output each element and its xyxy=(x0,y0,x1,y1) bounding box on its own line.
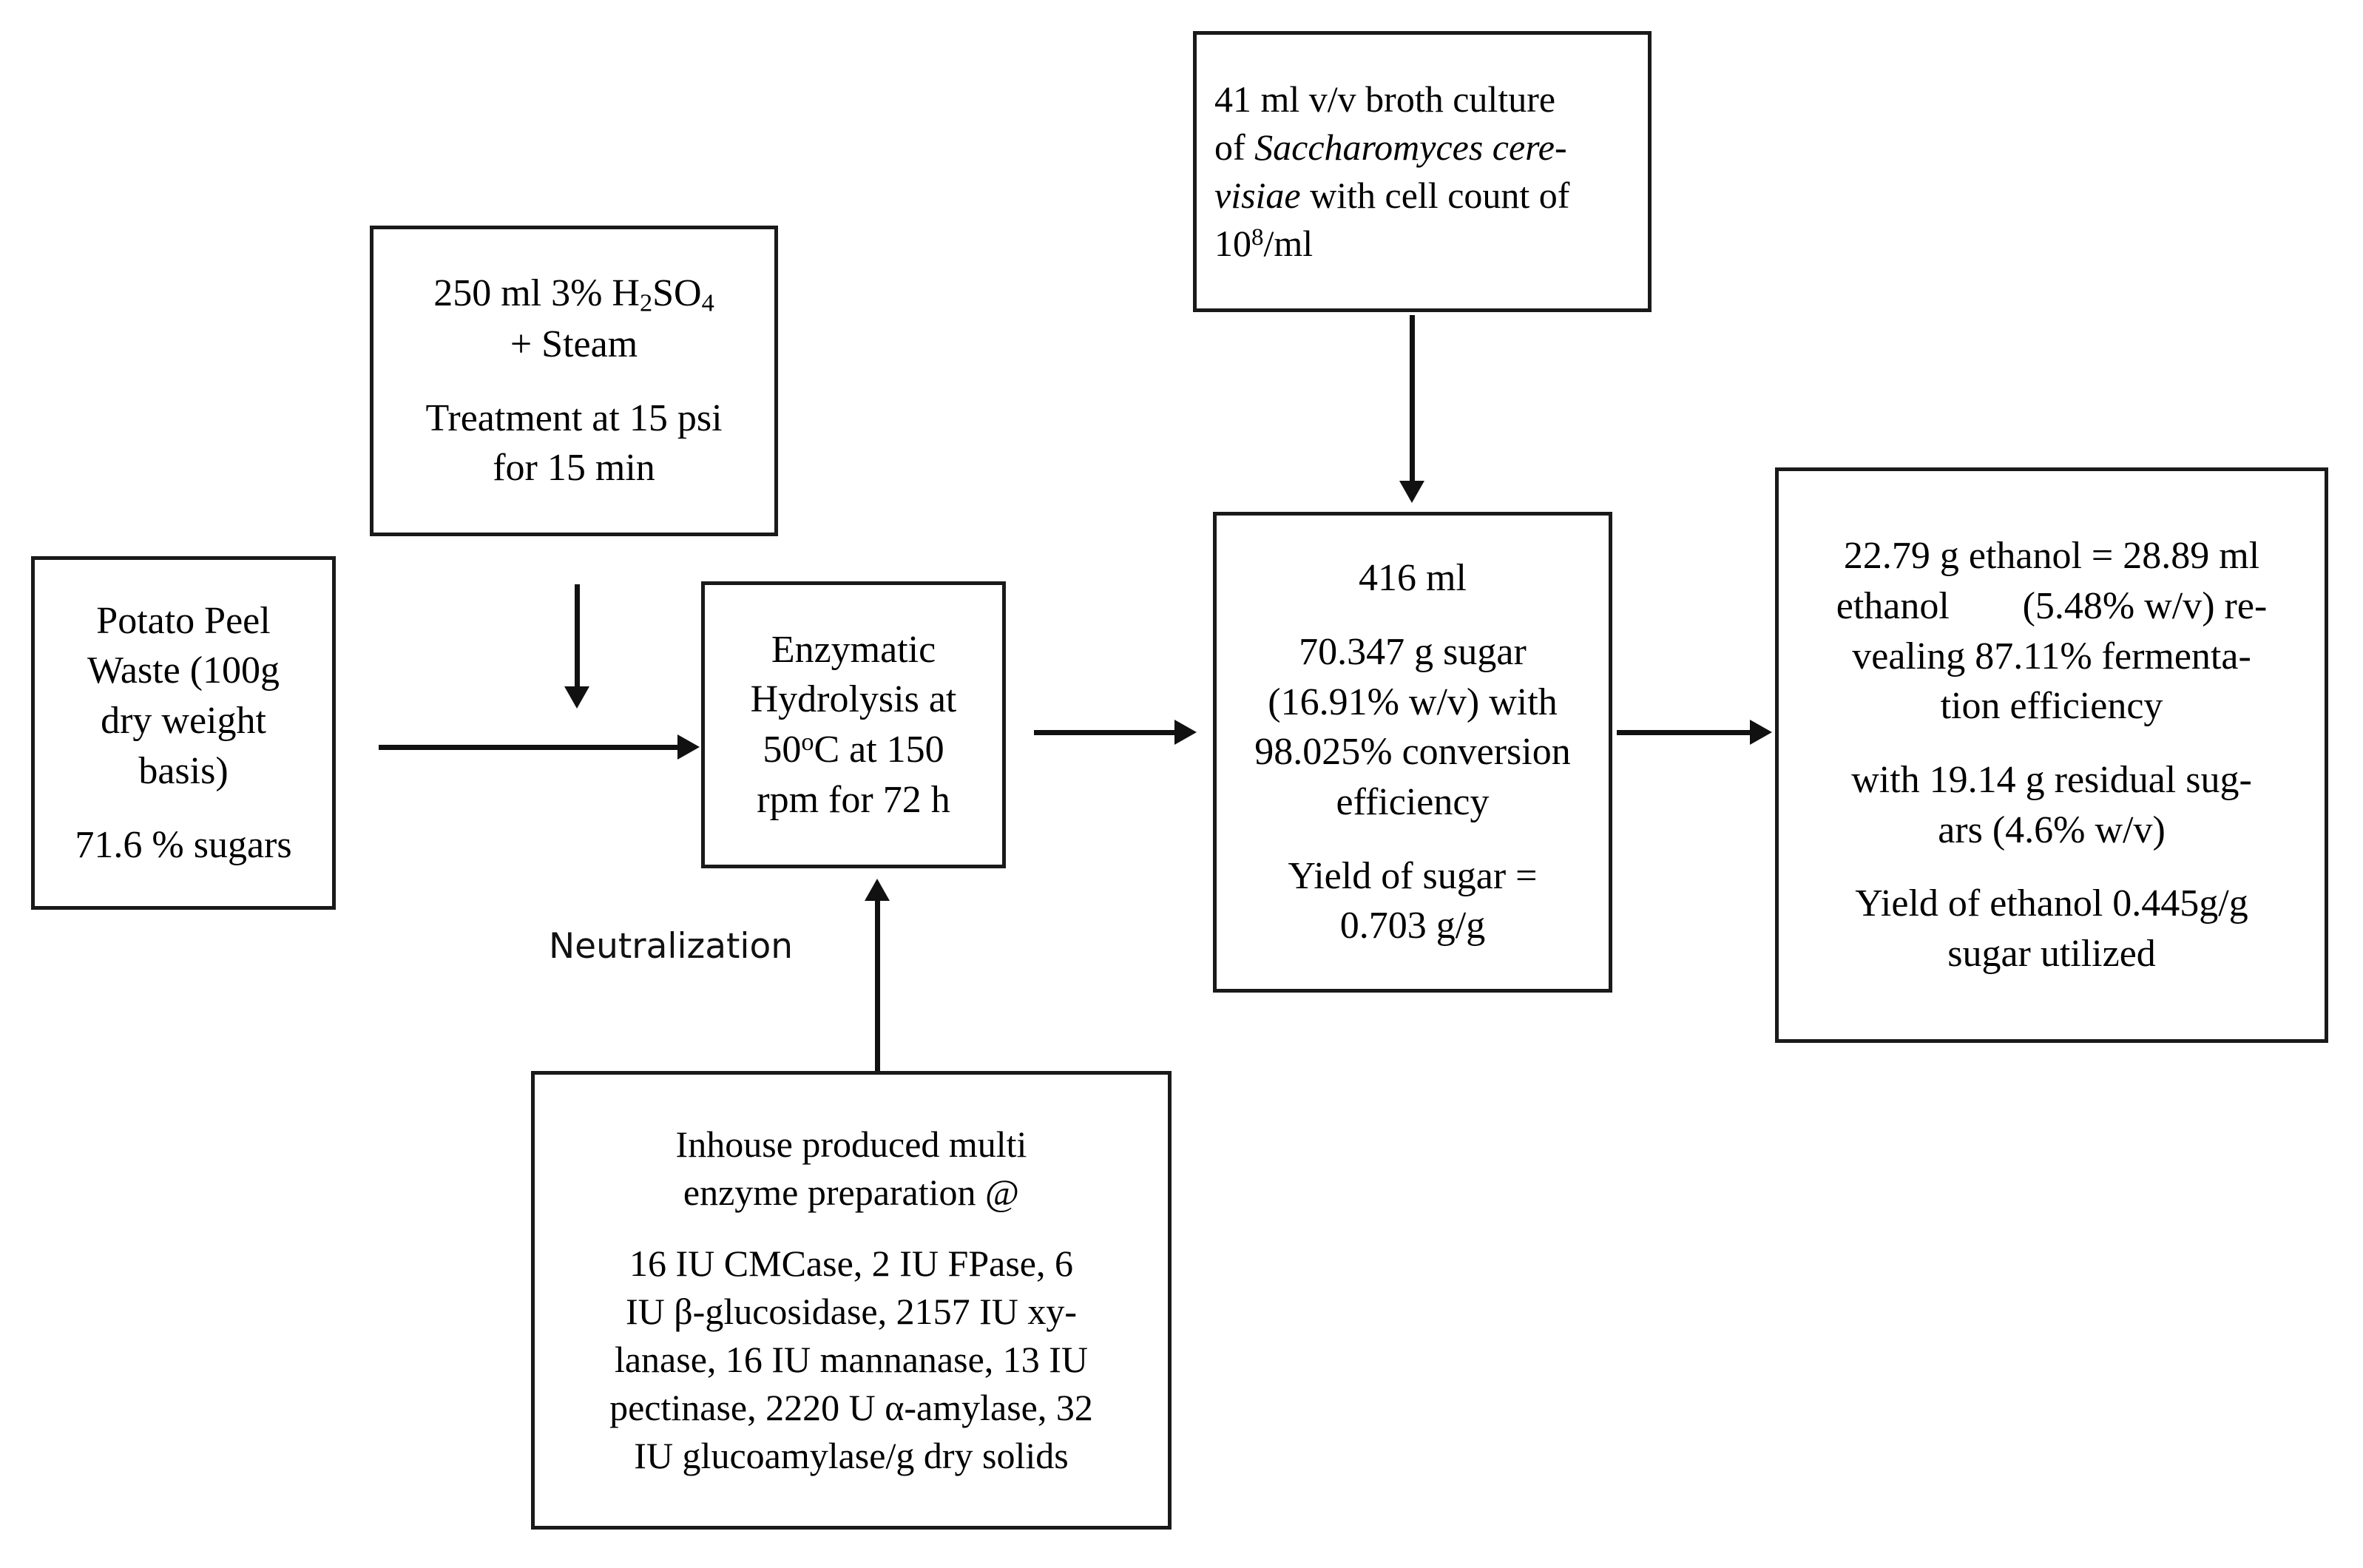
enzymes-to-hydrolysis-arrowhead xyxy=(865,879,890,901)
multi-enzyme-preparation-box: Inhouse produced multi enzyme preparatio… xyxy=(531,1071,1172,1530)
acid-formula-prefix: 250 ml 3% H xyxy=(433,271,640,314)
enzyme-line-mannanase: lanase, 16 IU mannanase, 13 IU xyxy=(614,1339,1089,1380)
feedstock-line-4: basis) xyxy=(138,749,229,792)
spacer xyxy=(1779,731,2325,755)
feedstock-to-hydrolysis-arrowhead xyxy=(677,734,700,760)
acid-treatment-duration: for 15 min xyxy=(493,447,655,490)
acid-formula-line: 250 ml 3% H2SO4 xyxy=(373,268,774,320)
yeast-line-2: of Saccharomyces cere- xyxy=(1197,124,1648,172)
hydrolysis-line-2: Hydrolysis at xyxy=(750,678,957,721)
ethanol-yield-block: 22.79 g ethanol = 28.89 ml ethanol (5.48%… xyxy=(1779,531,2325,731)
feedstock-to-hydrolysis-line xyxy=(379,745,679,750)
hydrolysate-yield: Yield of sugar = 0.703 g/g xyxy=(1217,851,1609,951)
spacer xyxy=(535,1217,1168,1240)
sugar-concentration-line: (16.91% w/v) with xyxy=(1268,680,1558,723)
enzyme-line-cmcase-fpase: 16 IU CMCase, 2 IU FPase, 6 xyxy=(629,1243,1073,1284)
feedstock-line-3: dry weight xyxy=(101,700,266,743)
potato-peel-waste-box: Potato Peel Waste (100g dry weight basis… xyxy=(31,556,336,910)
sugar-to-ethanol-arrowhead xyxy=(1750,720,1772,745)
enzyme-activity-list: 16 IU CMCase, 2 IU FPase, 6 IU β-glucosi… xyxy=(535,1240,1168,1480)
hydrolysis-line-1: Enzymatic xyxy=(771,628,936,671)
cell-count-exponent: 8 xyxy=(1251,223,1264,251)
hydrolysis-to-sugar-line xyxy=(1034,730,1176,735)
acid-formula-mid: SO xyxy=(652,271,702,314)
yeast-line-3: visiae with cell count of xyxy=(1197,172,1648,220)
fermentation-efficiency-cont: tion efficiency xyxy=(1940,685,2163,728)
yeast-line-1: 41 ml v/v broth culture xyxy=(1214,78,1556,120)
spacer xyxy=(1217,604,1609,627)
ethanol-yield-ratio-line: Yield of ethanol 0.445g/g xyxy=(1855,882,2248,925)
sugar-to-ethanol-line xyxy=(1617,730,1751,735)
ethanol-concentration-line: ethanol (5.48% w/v) re- xyxy=(1779,581,2325,632)
enzyme-line-pectinase-amylase: pectinase, 2220 U α-amylase, 32 xyxy=(609,1387,1093,1428)
ethanol-mass-volume-line: 22.79 g ethanol = 28.89 ml xyxy=(1843,535,2260,578)
yeast-line-2-prefix: of xyxy=(1214,126,1255,168)
hydrolysis-to-sugar-arrowhead xyxy=(1174,720,1197,745)
fermentation-efficiency-line: vealing 87.11% fermenta- xyxy=(1852,635,2251,677)
sugar-hydrolysate-box: 416 ml 70.347 g sugar (16.91% w/v) with … xyxy=(1213,512,1612,993)
hydrolysate-sugar-details: 70.347 g sugar (16.91% w/v) with 98.025%… xyxy=(1217,627,1609,827)
spacer xyxy=(373,370,774,393)
hydrolysis-temperature-line: 50oC at 150 xyxy=(705,725,1002,775)
ethanol-yield-ratio-block: Yield of ethanol 0.445g/g sugar utilized xyxy=(1779,879,2325,979)
acid-treatment-pressure: Treatment at 15 psi xyxy=(425,396,723,439)
ethanol-percent-wv: (5.48% w/v) re- xyxy=(2022,584,2268,627)
feedstock-line-2: Waste (100g xyxy=(87,649,280,692)
residual-sugar-percent-line: ars (4.6% w/v) xyxy=(1938,808,2166,851)
species-name-part-1: Saccharomyces cere- xyxy=(1254,126,1567,168)
spacer xyxy=(1779,855,2325,879)
enzymatic-hydrolysis-box: Enzymatic Hydrolysis at 50oC at 150 rpm … xyxy=(701,581,1006,868)
neutralization-label: Neutralization xyxy=(549,926,794,967)
ethanol-word: ethanol xyxy=(1836,584,1950,627)
ethanol-product-box: 22.79 g ethanol = 28.89 ml ethanol (5.48%… xyxy=(1775,467,2328,1043)
enzyme-line-glucoamylase: IU glucoamylase/g dry solids xyxy=(634,1435,1069,1476)
enzymes-to-hydrolysis-line xyxy=(875,899,880,1071)
yeast-line-3-suffix: with cell count of xyxy=(1300,175,1570,216)
sugar-yield-label: Yield of sugar = xyxy=(1288,854,1538,897)
yeast-to-sugar-arrowhead xyxy=(1399,481,1424,503)
residual-sugar-block: with 19.14 g residual sug- ars (4.6% w/v… xyxy=(1779,755,2325,855)
acid-to-hydrolysis-line xyxy=(575,584,580,689)
feedstock-line-1: Potato Peel xyxy=(96,599,271,642)
acid-steam-pretreatment-box: 250 ml 3% H2SO4 + Steam Treatment at 15 … xyxy=(370,226,778,536)
feedstock-description: Potato Peel Waste (100g dry weight basis… xyxy=(35,596,332,796)
spacer xyxy=(1217,827,1609,851)
acid-subscript-4: 4 xyxy=(701,288,714,317)
species-name-part-2: visiae xyxy=(1214,175,1301,216)
acid-subscript-2: 2 xyxy=(639,288,653,317)
enzyme-header-line-2: enzyme preparation @ xyxy=(683,1172,1020,1213)
feedstock-sugar-content: 71.6 % sugars xyxy=(75,823,292,866)
yeast-broth-culture-box: 41 ml v/v broth culture of Saccharomyces… xyxy=(1193,31,1652,312)
acid-to-hydrolysis-arrowhead xyxy=(564,686,589,709)
yeast-to-sugar-line xyxy=(1410,315,1415,484)
conversion-efficiency-line: 98.025% conversion xyxy=(1254,731,1571,774)
sugar-mass-line: 70.347 g sugar xyxy=(1299,631,1527,674)
hydrolysis-temp-value: 50 xyxy=(763,729,802,771)
conversion-efficiency-word: efficiency xyxy=(1336,780,1490,823)
enzyme-header-line-1: Inhouse produced multi xyxy=(675,1123,1027,1165)
sugar-yield-value: 0.703 g/g xyxy=(1339,905,1486,947)
cell-count-unit: /ml xyxy=(1263,223,1314,264)
spacer xyxy=(35,796,332,820)
enzyme-header: Inhouse produced multi enzyme preparatio… xyxy=(535,1121,1168,1217)
hydrolysis-line-4: rpm for 72 h xyxy=(757,778,950,821)
cell-count-base: 10 xyxy=(1214,223,1251,264)
hydrolysis-temp-suffix: C at 150 xyxy=(814,729,944,771)
degree-superscript: o xyxy=(801,728,814,757)
residual-sugar-mass-line: with 19.14 g residual sug- xyxy=(1851,759,2252,801)
ethanol-yield-basis-line: sugar utilized xyxy=(1947,933,2156,976)
acid-steam-line: + Steam xyxy=(510,323,638,366)
yeast-cell-count-line: 108/ml xyxy=(1197,220,1648,268)
hydrolysate-volume: 416 ml xyxy=(1359,557,1467,600)
enzyme-line-glucosidase-xylanase: IU β-glucosidase, 2157 IU xy- xyxy=(625,1291,1078,1332)
